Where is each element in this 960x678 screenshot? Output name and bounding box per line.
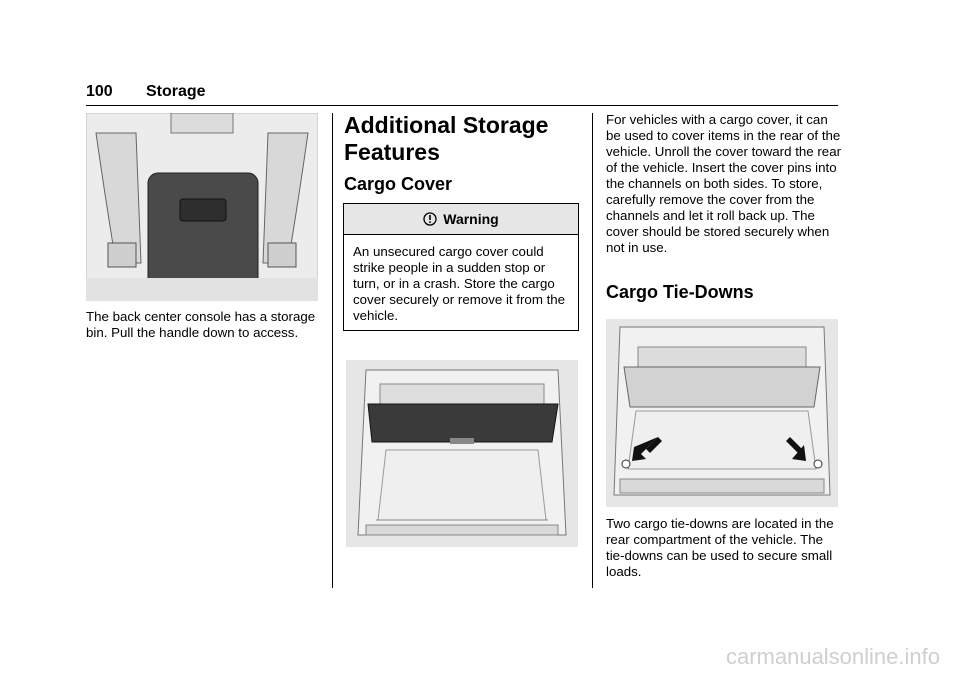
cargo-tie-downs-illustration: [606, 319, 838, 507]
section-heading: Additional Storage Features: [344, 112, 549, 165]
cargo-tie-downs-heading: Cargo Tie-Downs: [606, 282, 754, 302]
cargo-cover-illustration: [346, 360, 578, 547]
warning-text: An unsecured cargo cover could strike pe…: [353, 244, 566, 323]
warning-icon: [423, 212, 437, 226]
cargo-tie-downs-illustration-drawing: [606, 319, 838, 507]
page-number: 100: [86, 83, 113, 100]
cargo-cover-illustration-drawing: [346, 360, 578, 547]
cargo-cover-paragraph: For vehicles with a cargo cover, it can …: [606, 112, 842, 255]
watermark: carmanualsonline.info: [725, 644, 940, 669]
warning-title: Warning: [443, 211, 499, 227]
column-divider-2: [592, 113, 593, 588]
cargo-cover-heading: Cargo Cover: [344, 174, 453, 194]
section-title: Storage: [146, 83, 206, 100]
warning-header: Warning: [344, 204, 578, 235]
tie-downs-paragraph: Two cargo tie-downs are located in the r…: [606, 516, 834, 579]
column-divider-1: [332, 113, 333, 588]
page-header: 100 Storage: [86, 83, 838, 106]
warning-box: Warning An unsecured cargo cover could s…: [343, 203, 579, 331]
console-paragraph: The back center console has a storage bi…: [86, 309, 316, 340]
console-storage-bin-illustration-drawing: [86, 113, 318, 301]
console-storage-bin-illustration: [86, 113, 318, 301]
